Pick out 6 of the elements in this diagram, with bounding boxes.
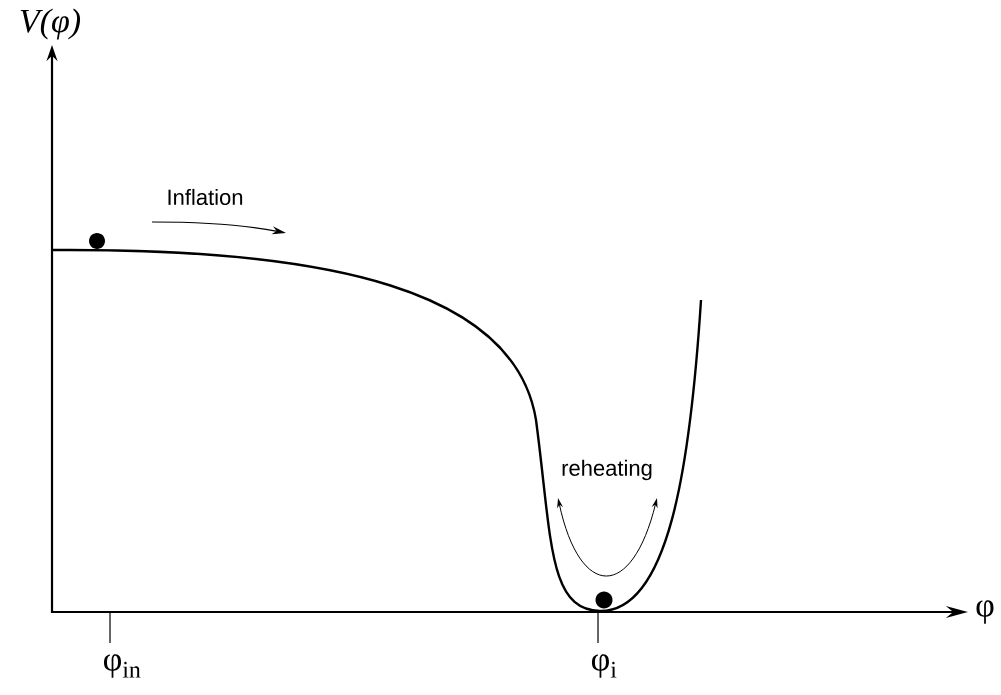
phase-label: reheating [562,459,652,481]
axis-label: φ [976,600,994,624]
phase-label: Inflation [168,188,243,206]
tick-label: φ$_{i}$ [591,654,617,678]
tick-label: φ$_{in}$ [104,654,141,678]
axis-label: V(φ) [20,8,81,40]
